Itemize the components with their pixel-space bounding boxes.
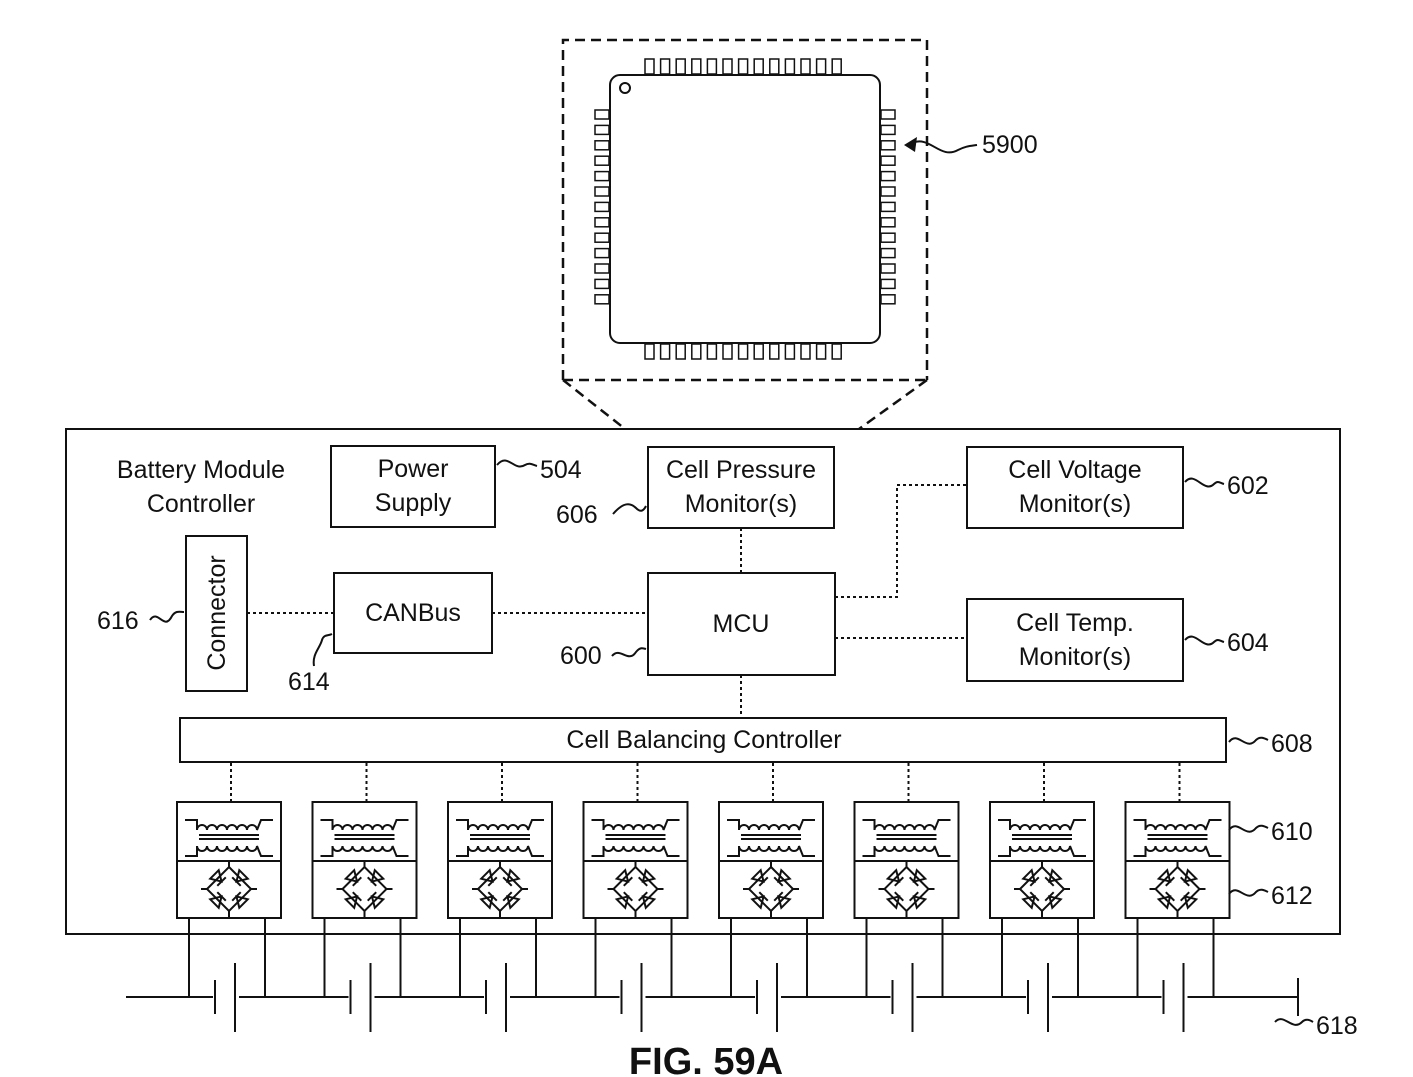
chip-pin bbox=[881, 172, 895, 181]
chip-callout: 5900 bbox=[563, 40, 1038, 447]
chip-pin bbox=[754, 344, 763, 359]
battery-cell-icon bbox=[1002, 918, 1078, 1032]
cell-balancing-ref: 608 bbox=[1271, 730, 1313, 758]
cell-balancing-controller-block: Cell Balancing Controller 608 bbox=[180, 718, 1313, 762]
chip-pin bbox=[595, 249, 609, 258]
chip-pin bbox=[595, 233, 609, 242]
chip-pin bbox=[881, 249, 895, 258]
cell-voltage-line2: Monitor(s) bbox=[1019, 490, 1132, 518]
chip-pin bbox=[801, 59, 810, 74]
chip-pin bbox=[881, 295, 895, 304]
chip-pin bbox=[645, 59, 654, 74]
chip-pin bbox=[785, 59, 794, 74]
chip-pin bbox=[881, 264, 895, 273]
rectifier-ref: 612 bbox=[1271, 882, 1313, 910]
cell-bus-ref: 618 bbox=[1316, 1012, 1358, 1040]
power-supply-line2: Supply bbox=[375, 489, 452, 517]
chip-ref: 5900 bbox=[982, 131, 1038, 159]
cell-temp-ref: 604 bbox=[1227, 629, 1269, 657]
power-supply-ref: 504 bbox=[540, 456, 582, 484]
chip-pin bbox=[881, 202, 895, 211]
chip-pin bbox=[645, 344, 654, 359]
chip-pin bbox=[692, 344, 701, 359]
connector-label: Connector bbox=[203, 555, 231, 670]
chip-pin bbox=[595, 264, 609, 273]
cell-temp-line1: Cell Temp. bbox=[1016, 609, 1134, 637]
module-title-line2: Controller bbox=[147, 490, 255, 518]
chip-pin bbox=[832, 344, 841, 359]
chip-pin bbox=[832, 59, 841, 74]
canbus-label: CANBus bbox=[365, 599, 461, 627]
chip-pin bbox=[595, 156, 609, 165]
chip-pin bbox=[595, 125, 609, 134]
chip-body bbox=[610, 75, 880, 343]
chip-pin bbox=[881, 279, 895, 288]
connector-ref: 616 bbox=[97, 607, 139, 635]
battery-cell-icon bbox=[596, 918, 672, 1032]
cell-bus bbox=[126, 918, 1298, 1032]
chip-pin bbox=[661, 344, 670, 359]
chip-pin bbox=[881, 125, 895, 134]
chip-pin bbox=[754, 59, 763, 74]
chip-pin bbox=[881, 141, 895, 150]
chip-pin bbox=[785, 344, 794, 359]
chip-pin bbox=[595, 295, 609, 304]
battery-cell-icon bbox=[867, 918, 943, 1032]
mcu-label: MCU bbox=[713, 610, 770, 638]
chip-ref-leader bbox=[912, 141, 977, 152]
chip-pin bbox=[881, 187, 895, 196]
chip-pin bbox=[801, 344, 810, 359]
chip-pin bbox=[595, 110, 609, 119]
chip-pin bbox=[676, 59, 685, 74]
module-title-line1: Battery Module bbox=[117, 456, 285, 484]
cell-voltage-line1: Cell Voltage bbox=[1008, 456, 1141, 484]
chip-ref-arrow-icon bbox=[904, 137, 917, 152]
chip-pin bbox=[739, 59, 748, 74]
chip-pin bbox=[707, 344, 716, 359]
chip-pin bbox=[676, 344, 685, 359]
figure-caption: FIG. 59A bbox=[629, 1041, 783, 1077]
chip-pin bbox=[723, 59, 732, 74]
chip-pin bbox=[723, 344, 732, 359]
chip-pin bbox=[692, 59, 701, 74]
cell-balancing-label: Cell Balancing Controller bbox=[566, 726, 841, 754]
cell-pressure-line2: Monitor(s) bbox=[685, 490, 798, 518]
battery-cell-icon bbox=[731, 918, 807, 1032]
chip-pin bbox=[881, 218, 895, 227]
chip-pin bbox=[595, 172, 609, 181]
chip-pin bbox=[881, 110, 895, 119]
chip-pin bbox=[661, 59, 670, 74]
chip-pin bbox=[739, 344, 748, 359]
cell-voltage-ref: 602 bbox=[1227, 472, 1269, 500]
chip-pin bbox=[881, 233, 895, 242]
chip-pin bbox=[707, 59, 716, 74]
chip-pin bbox=[881, 156, 895, 165]
chip-pin bbox=[817, 344, 826, 359]
chip-pin bbox=[595, 141, 609, 150]
battery-cell-icon bbox=[1138, 918, 1214, 1032]
cell-temp-line2: Monitor(s) bbox=[1019, 643, 1132, 671]
transformer-ref: 610 bbox=[1271, 818, 1313, 846]
cell-pressure-line1: Cell Pressure bbox=[666, 456, 816, 484]
mcu-ref: 600 bbox=[560, 642, 602, 670]
battery-cell-icon bbox=[325, 918, 401, 1032]
battery-cell-icon bbox=[460, 918, 536, 1032]
chip-pin bbox=[595, 279, 609, 288]
chip-pin bbox=[595, 187, 609, 196]
power-supply-line1: Power bbox=[378, 455, 449, 483]
chip-pin bbox=[770, 59, 779, 74]
chip-pin bbox=[770, 344, 779, 359]
chip-pin bbox=[595, 218, 609, 227]
chip-pin bbox=[817, 59, 826, 74]
battery-cell-icon bbox=[189, 918, 265, 1032]
chip-pin bbox=[595, 202, 609, 211]
canbus-ref: 614 bbox=[288, 668, 330, 696]
cell-pressure-ref: 606 bbox=[556, 501, 598, 529]
